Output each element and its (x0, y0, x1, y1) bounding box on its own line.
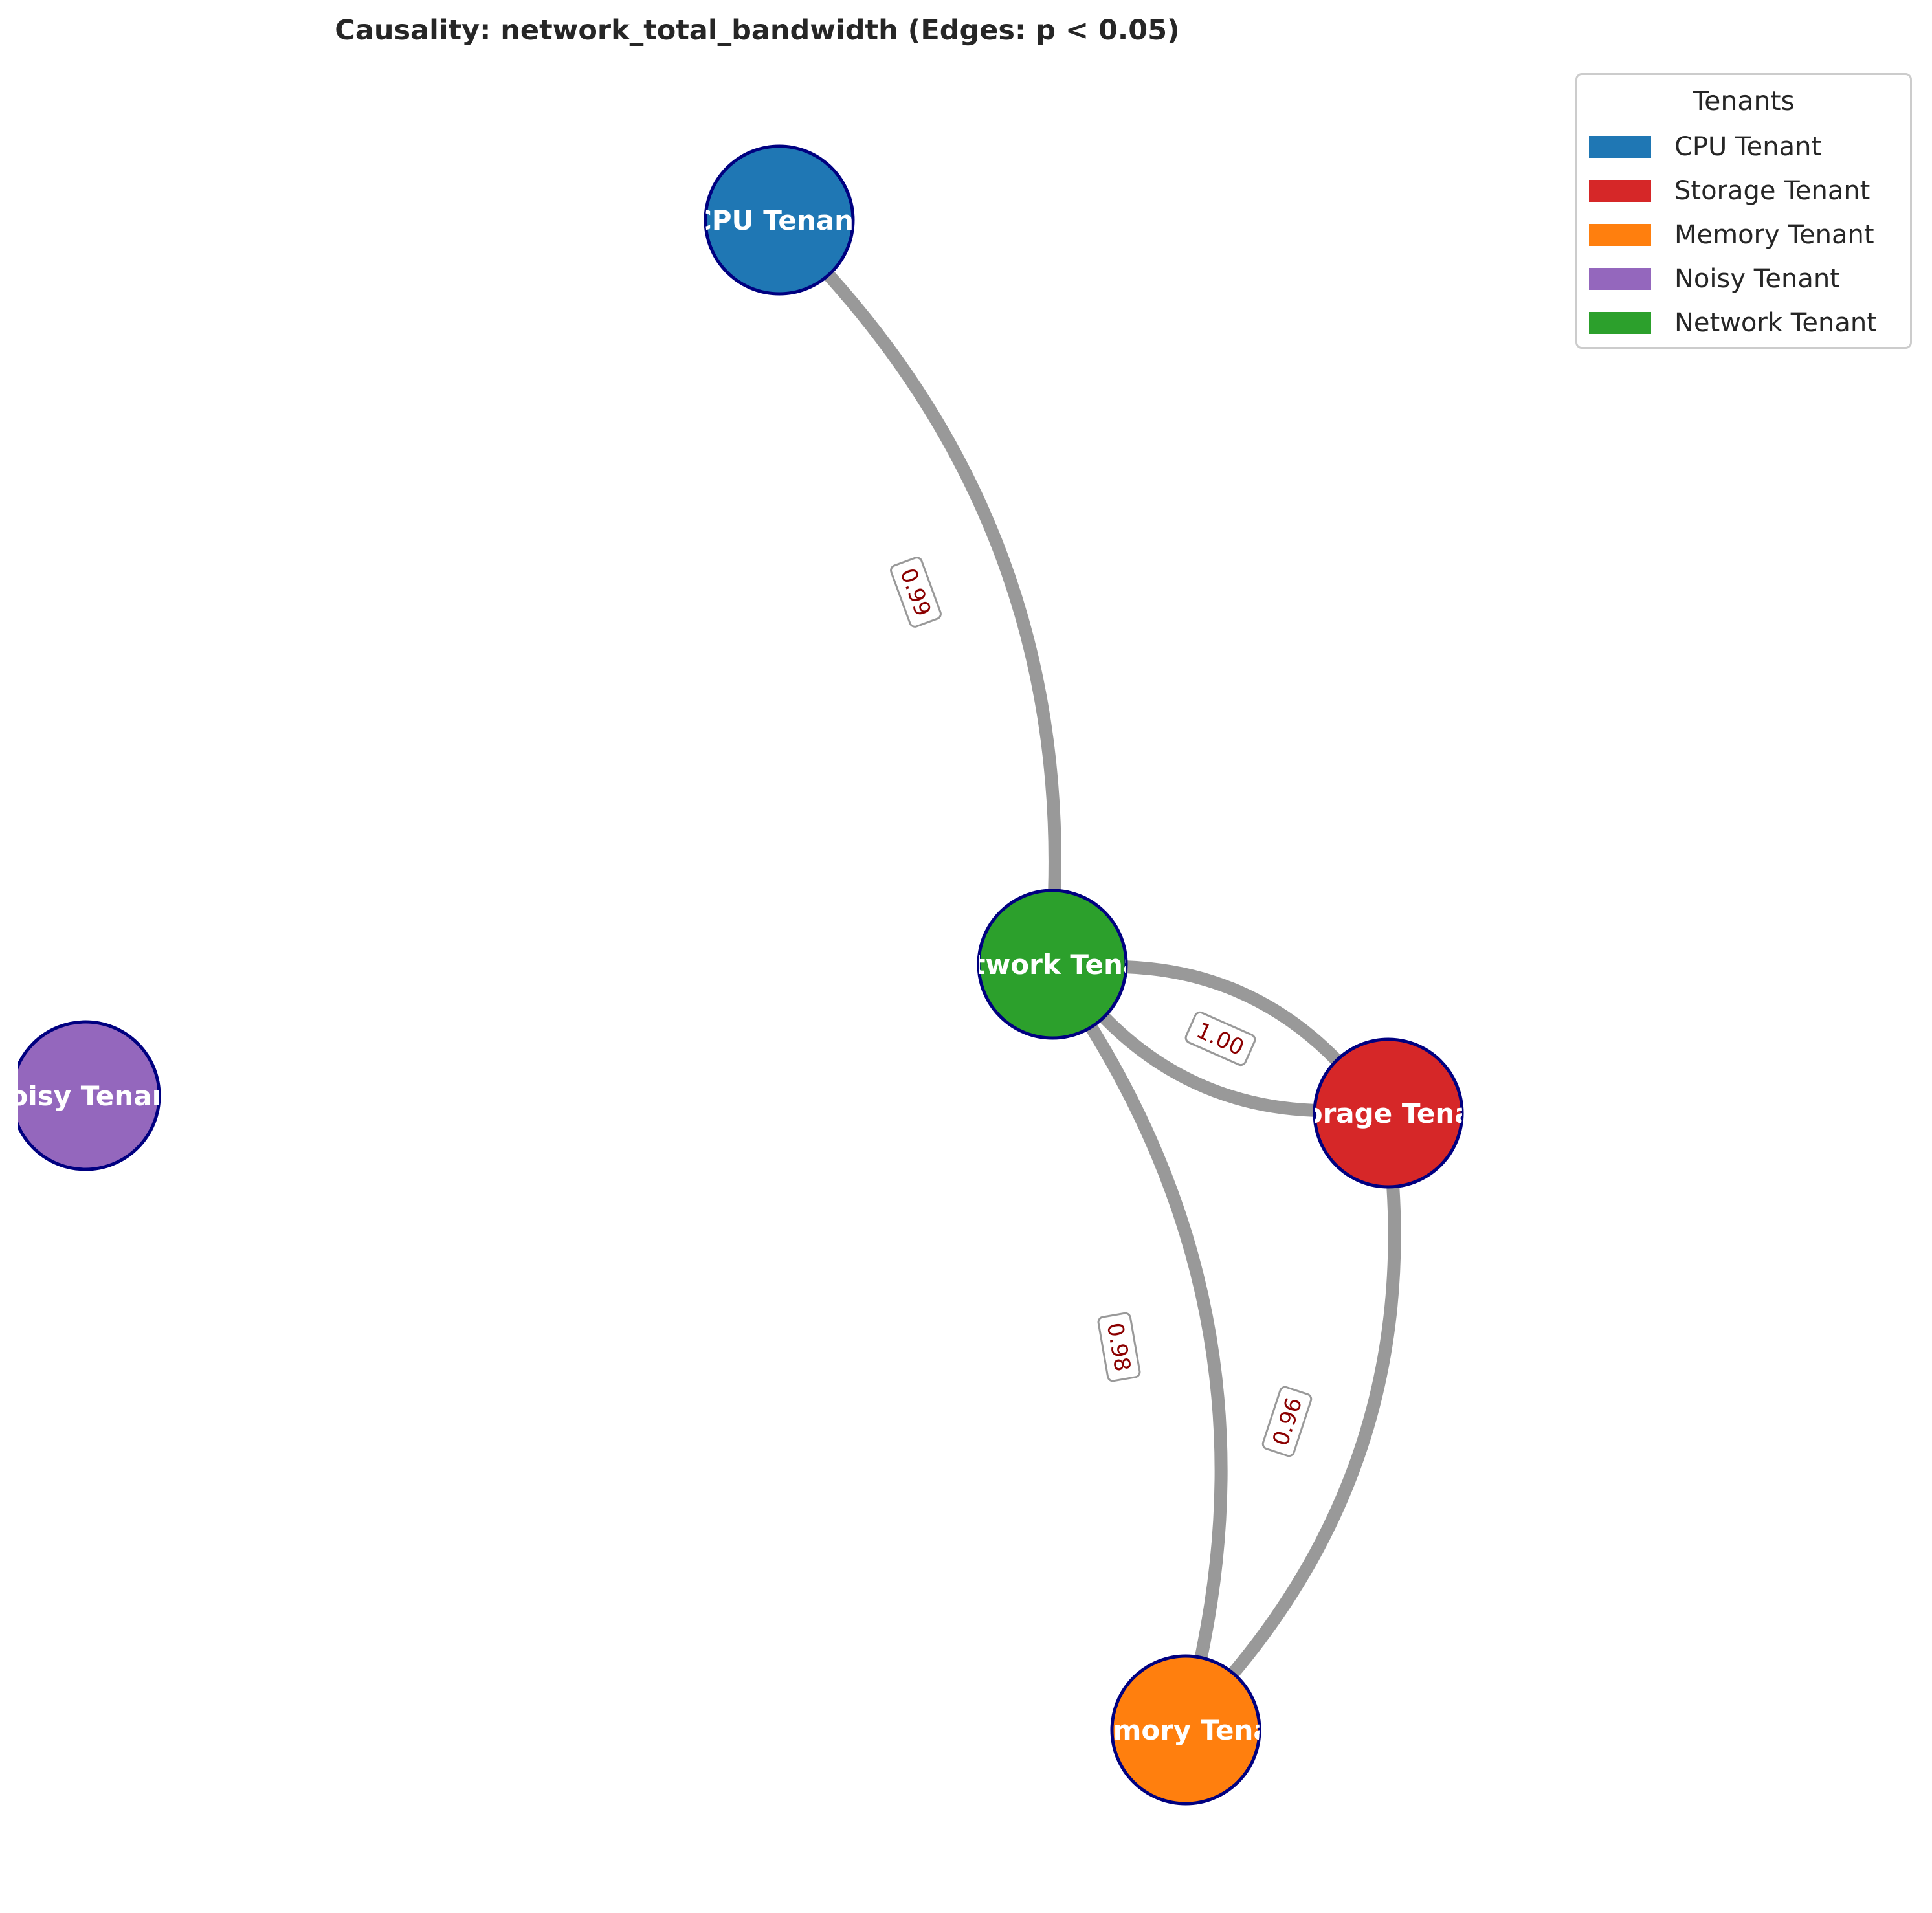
node-label: CPU Tenant (692, 205, 867, 236)
node-circle (18, 1020, 161, 1171)
edge-label-network-to-memory: 0.98 (1097, 1312, 1141, 1382)
edge-storage-to-network (1099, 1012, 1315, 1117)
legend-swatch (1589, 180, 1651, 202)
edge-label-storage-to-memory: 0.96 (1261, 1386, 1313, 1457)
legend: Tenants CPU Tenant Storage Tenant Memory… (1575, 73, 1912, 349)
node-circle (704, 144, 855, 296)
edge-label-cpu-to-network: 0.99 (890, 557, 942, 628)
edges-layer (823, 271, 1401, 1678)
node-circle (1110, 1654, 1261, 1806)
node-circle (977, 889, 1128, 1040)
edge-label-box (890, 557, 942, 628)
node-label: Noisy Tenant (0, 1080, 184, 1112)
edge-cpu-to-network (823, 271, 1061, 891)
node-label: Memory Tenant (1067, 1714, 1304, 1746)
legend-label: Storage Tenant (1674, 176, 1871, 206)
legend-swatch (1589, 312, 1651, 334)
edge-label-storage-to-network: 1.00 (1184, 1011, 1256, 1067)
node-memory-tenant: Memory Tenant (1067, 1654, 1304, 1806)
node-circle (1313, 1037, 1464, 1189)
edge-storage-to-memory (1228, 1186, 1401, 1678)
legend-label: Memory Tenant (1674, 220, 1874, 250)
node-label: Storage Tenant (1271, 1098, 1505, 1129)
edge-label-box (1261, 1386, 1313, 1457)
node-storage-tenant: Storage Tenant (1271, 1037, 1505, 1189)
node-label: Network Tenant (931, 949, 1173, 980)
node-noisy-tenant: Noisy Tenant (0, 1020, 184, 1171)
edge-network-to-storage (1126, 960, 1342, 1065)
legend-swatch (1589, 136, 1651, 158)
node-network-tenant: Network Tenant (931, 889, 1173, 1040)
legend-label: Noisy Tenant (1674, 264, 1840, 294)
legend-title: Tenants (1693, 85, 1795, 116)
legend-swatch (1589, 268, 1651, 290)
edge-label-box (1097, 1312, 1141, 1382)
node-cpu-tenant: CPU Tenant (692, 144, 867, 296)
edge-network-to-memory (1085, 1023, 1228, 1659)
legend-label: CPU Tenant (1674, 132, 1822, 162)
chart-title: Causality: network_total_bandwidth (Edge… (335, 14, 1180, 47)
edge-label-box (1184, 1011, 1256, 1067)
legend-label: Network Tenant (1674, 308, 1877, 338)
legend-swatch (1589, 224, 1651, 246)
